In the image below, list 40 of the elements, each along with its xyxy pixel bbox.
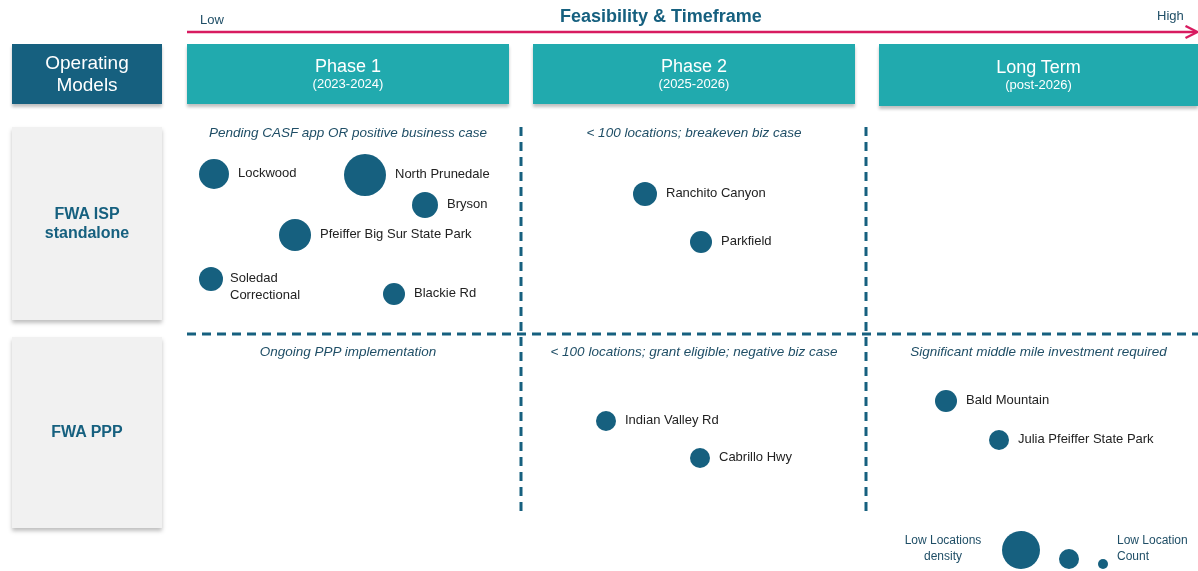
- column-header: Phase 1 (2023-2024): [187, 44, 509, 104]
- location-bubble: [199, 159, 229, 189]
- size-scale-label: Low Locations density: [903, 533, 983, 565]
- size-scale-label: Low Location Count: [1117, 533, 1189, 565]
- location-bubble: [690, 231, 712, 253]
- axis-title: Feasibility & Timeframe: [560, 6, 762, 27]
- location-bubble: [935, 390, 957, 412]
- location-bubble: [412, 192, 438, 218]
- column-header: Long Term (post-2026): [879, 44, 1198, 106]
- location-bubble: [596, 411, 616, 431]
- location-name: Soledad Correctional: [230, 270, 302, 304]
- location-name: Lockwood: [238, 165, 297, 182]
- criteria-note: < 100 locations; grant eligible; negative biz case: [549, 344, 839, 359]
- location-name: Bryson: [447, 196, 488, 213]
- location-name: Indian Valley Rd: [625, 412, 719, 429]
- location-bubble: [989, 430, 1009, 450]
- location-name: Julia Pfeiffer State Park: [1018, 431, 1154, 448]
- location-bubble: [344, 154, 386, 196]
- location-bubble: [633, 182, 657, 206]
- location-name: Cabrillo Hwy: [719, 449, 792, 466]
- axis-end-label: High: [1157, 8, 1184, 23]
- location-name: North Prunedale: [395, 166, 490, 183]
- column-header: Operating Models: [12, 44, 162, 104]
- location-bubble: [199, 267, 223, 291]
- location-bubble: [383, 283, 405, 305]
- location-name: Pfeiffer Big Sur State Park: [320, 226, 472, 243]
- criteria-note: < 100 locations; breakeven biz case: [585, 125, 803, 140]
- criteria-note: Significant middle mile investment required: [909, 344, 1168, 359]
- location-name: Parkfield: [721, 233, 772, 250]
- row-header: FWA PPP: [12, 337, 162, 528]
- location-name: Ranchito Canyon: [666, 185, 766, 202]
- criteria-note: Ongoing PPP implementation: [258, 344, 438, 359]
- location-bubble: [279, 219, 311, 251]
- axis-end-label: Low: [200, 12, 224, 27]
- location-bubble: [690, 448, 710, 468]
- column-header: Phase 2 (2025-2026): [533, 44, 855, 104]
- location-name: Bald Mountain: [966, 392, 1050, 409]
- location-name: Blackie Rd: [414, 285, 477, 302]
- criteria-note: Pending CASF app OR positive business case: [207, 125, 489, 140]
- row-header: FWA ISP standalone: [12, 127, 162, 320]
